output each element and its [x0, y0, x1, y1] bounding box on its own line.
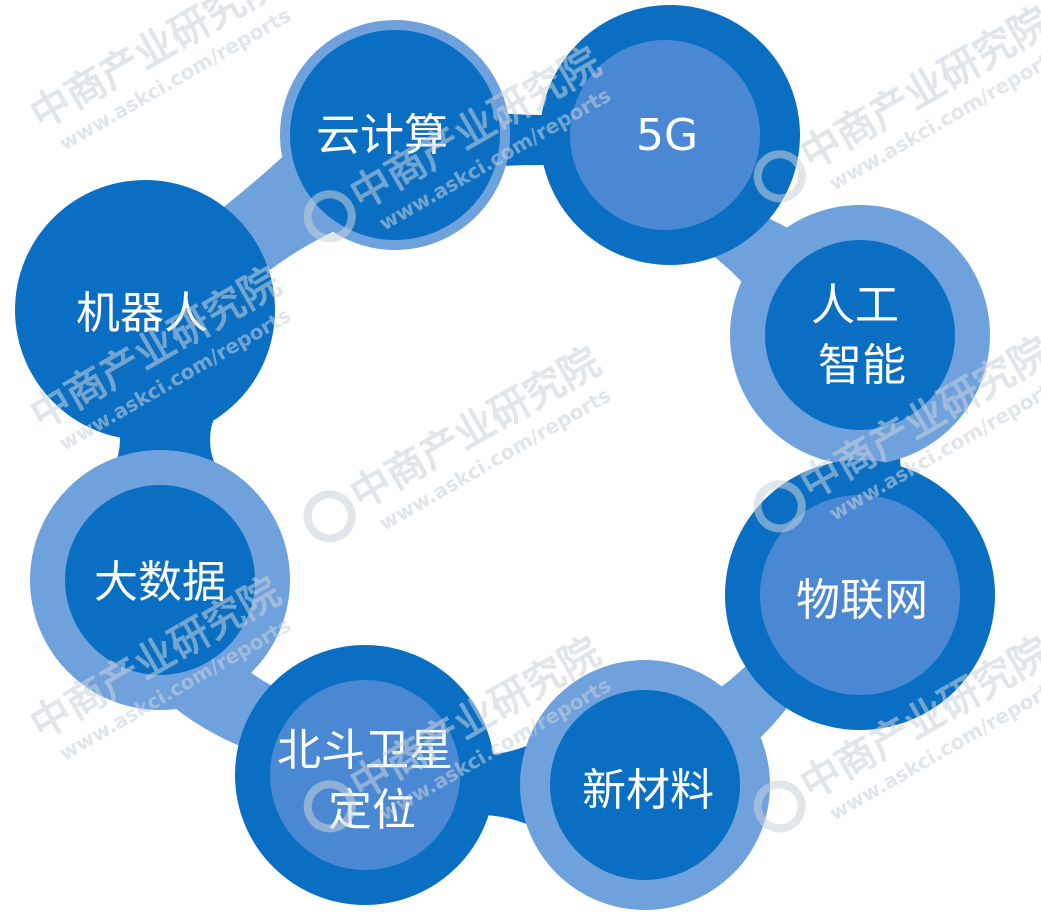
watermark-logo-icon: [303, 190, 356, 243]
node-label-ai: 人工 智能: [811, 280, 913, 391]
node-bigdata-inner: [65, 485, 255, 675]
watermark-center: 中商产业研究院 www.askci.com/reports: [303, 339, 615, 543]
node-label-cloud: 云计算: [316, 110, 448, 161]
node-label-bigdata: 大数据: [94, 557, 226, 608]
node-5g-inner: [570, 40, 760, 230]
node-cloud-inner: [290, 30, 500, 240]
watermark-logo-icon: [753, 780, 806, 833]
watermark-logo-icon: [303, 490, 356, 543]
svg-text:中商产业研究院: 中商产业研究院: [23, 0, 288, 139]
watermark-logo-icon: [303, 780, 356, 833]
watermark-left-top: 中商产业研究院 www.askci.com/reports: [23, 0, 295, 155]
node-label-newmat: 新材料: [582, 765, 714, 816]
ring-nodes: [15, 5, 995, 910]
node-ai-inner: [765, 240, 955, 430]
watermark-logo-icon: [753, 480, 806, 533]
watermark-logo-icon: [753, 150, 806, 203]
node-label-iot: 物联网: [796, 575, 928, 626]
connector-robot-cloud: [220, 140, 360, 270]
node-iot-inner: [760, 495, 960, 695]
node-robot-outer: [15, 180, 275, 440]
node-label-robot: 机器人: [76, 288, 208, 339]
node-newmat-inner: [550, 690, 740, 880]
ring-labels: 云计算 5G 人工 智能 物联网 新材料 北斗卫星 定位 大数据: [76, 110, 928, 836]
node-label-5g: 5G: [636, 110, 698, 161]
